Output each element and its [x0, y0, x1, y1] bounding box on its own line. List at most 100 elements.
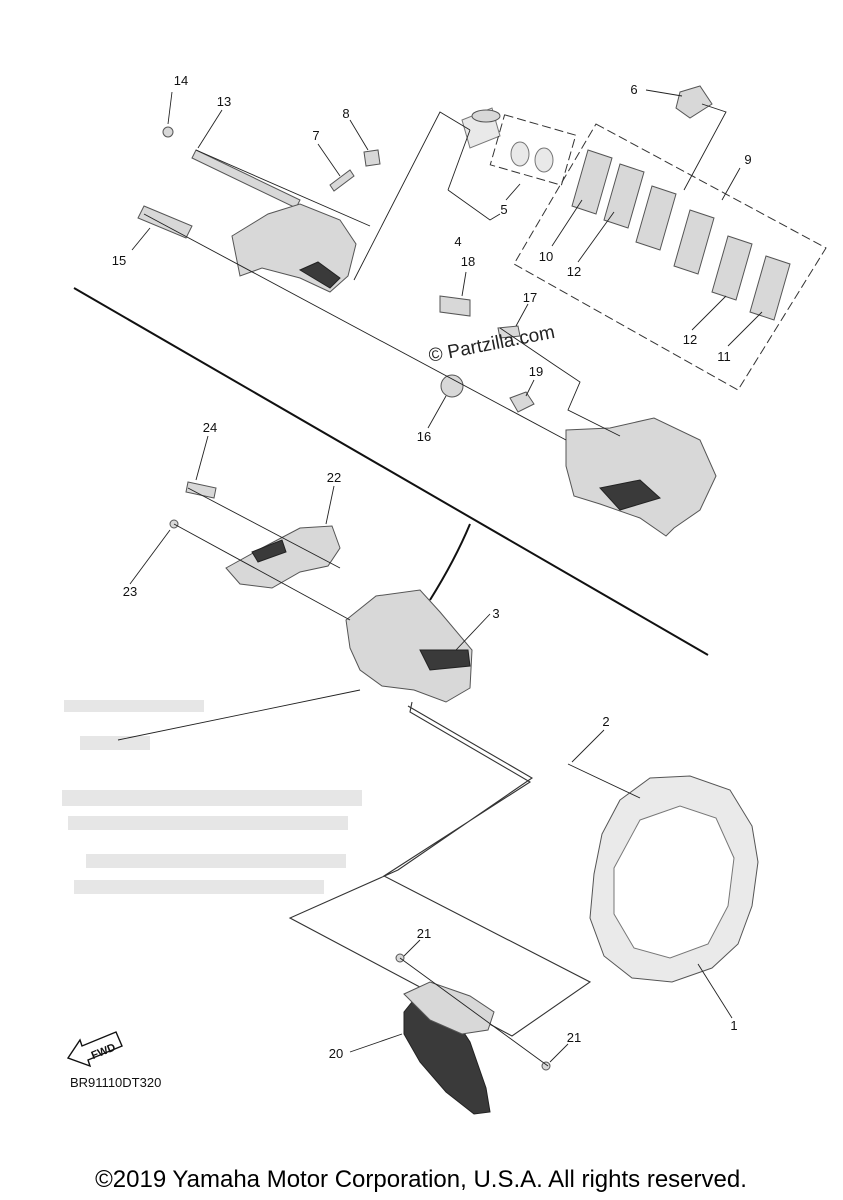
leader-6 — [645, 89, 683, 97]
callout-12a: 12 — [567, 264, 581, 279]
boot-16 — [440, 374, 464, 398]
divider-branch — [429, 523, 471, 601]
leader-24 — [195, 435, 209, 481]
callout-23: 23 — [123, 584, 137, 599]
drawing-code: BR91110DT320 — [70, 1075, 161, 1090]
clip-6 — [675, 85, 713, 119]
pad-plate-a — [635, 185, 677, 251]
axis-line-bracket-hose — [117, 689, 361, 741]
callout-17: 17 — [523, 290, 537, 305]
bolt-14 — [162, 126, 174, 138]
caliper-assy-3-shade — [419, 649, 471, 671]
axis-line-upper — [195, 149, 371, 227]
leader-14 — [167, 91, 173, 125]
bolt-21b — [541, 1061, 551, 1071]
copyright: ©2019 Yamaha Motor Corporation, U.S.A. A… — [95, 1166, 747, 1193]
callout-8: 8 — [342, 106, 349, 121]
callout-9: 9 — [744, 152, 751, 167]
callout-20: 20 — [329, 1046, 343, 1061]
spring-19 — [509, 391, 535, 413]
axis-line-bolt24 — [187, 487, 341, 569]
divider-line — [73, 287, 709, 656]
leader-1 — [697, 963, 733, 1019]
seal-5a — [510, 141, 530, 167]
axis-line-top-bracket — [353, 111, 471, 281]
piston-4-top — [471, 109, 501, 123]
callout-6: 6 — [630, 82, 637, 97]
callout-14: 14 — [174, 73, 188, 88]
leader-18 — [461, 271, 467, 297]
bracket-22-shade — [251, 539, 287, 563]
bleeder-8 — [363, 149, 381, 167]
faint-background-parts — [62, 700, 362, 894]
bolt-24 — [185, 481, 217, 499]
callout-22: 22 — [327, 470, 341, 485]
bracket-22 — [225, 525, 341, 589]
leader-6-9 — [683, 103, 727, 191]
axis-line-lower-pad — [499, 327, 621, 437]
callout-4: 4 — [454, 234, 461, 249]
seal-box-5 — [489, 114, 577, 186]
callout-13: 13 — [217, 94, 231, 109]
leader-23 — [129, 529, 171, 585]
leader-19 — [525, 379, 535, 397]
brake-disc-1 — [589, 775, 759, 983]
callout-10: 10 — [539, 249, 553, 264]
axis-line-pin15 — [143, 213, 567, 441]
leader-3 — [455, 613, 491, 651]
leader-21a — [403, 939, 421, 957]
callout-24: 24 — [203, 420, 217, 435]
leader-9 — [721, 167, 741, 201]
brake-hose — [288, 701, 592, 1037]
leader-8 — [349, 119, 369, 151]
watermark: © Partzilla.com — [427, 322, 557, 367]
pad-kit-box-9 — [513, 123, 827, 391]
callout-3: 3 — [492, 606, 499, 621]
pin-15 — [137, 205, 193, 239]
leader-20 — [349, 1033, 403, 1053]
caliper-body-lower-shade — [599, 479, 661, 511]
callout-21b: 21 — [567, 1030, 581, 1045]
leader-5 — [505, 183, 521, 201]
pad-10 — [571, 149, 613, 215]
pad-11 — [749, 255, 791, 321]
pad-12b — [711, 235, 753, 301]
leader-12b — [691, 295, 727, 331]
leader-4b — [447, 129, 471, 191]
leader-7 — [317, 143, 341, 177]
callout-7: 7 — [312, 128, 319, 143]
leader-15 — [131, 227, 151, 251]
pad-12a — [603, 163, 645, 229]
callout-16: 16 — [417, 429, 431, 444]
callout-12b: 12 — [683, 332, 697, 347]
callout-18: 18 — [461, 254, 475, 269]
axis-line-bolt23 — [173, 523, 351, 621]
pin-13 — [191, 149, 301, 209]
callout-2: 2 — [602, 714, 609, 729]
pin-17 — [497, 325, 521, 339]
caliper-body-upper-shade — [298, 261, 341, 289]
caliper-body-lower — [565, 417, 717, 537]
leader-22 — [325, 485, 335, 525]
leader-16 — [427, 395, 447, 429]
pad-plate-b — [673, 209, 715, 275]
fwd-arrow-icon: FWD — [66, 1031, 123, 1068]
leader-2 — [571, 729, 605, 763]
callout-1: 1 — [730, 1018, 737, 1033]
bolt-7 — [329, 169, 355, 192]
callout-11: 11 — [717, 349, 731, 364]
leader-17 — [515, 303, 529, 327]
callout-5: 5 — [500, 202, 507, 217]
callout-19: 19 — [529, 364, 543, 379]
leader-10 — [551, 199, 583, 247]
leader-21b — [549, 1043, 569, 1063]
callout-21a: 21 — [417, 926, 431, 941]
pin-18 — [439, 295, 471, 317]
axis-line-disc — [567, 763, 641, 799]
caliper-assy-3 — [345, 589, 473, 703]
leader-4 — [447, 189, 501, 221]
seal-5b — [534, 147, 554, 173]
leader-13 — [197, 109, 223, 149]
callout-15: 15 — [112, 253, 126, 268]
